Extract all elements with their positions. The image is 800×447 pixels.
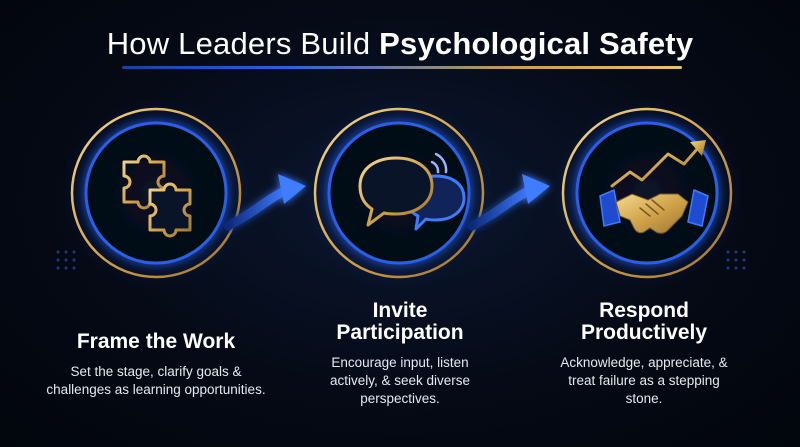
puzzle-icon [122, 154, 192, 238]
page-title: How Leaders Build Psychological Safety [0, 26, 800, 62]
dot-pattern-right [726, 250, 746, 270]
step-invite-participation: Invite Participation Encourage input, li… [290, 300, 510, 408]
title-emphasis: Psychological Safety [379, 26, 694, 61]
step-heading: Respond Productively [580, 299, 708, 344]
handshake-growth-icon [599, 140, 709, 234]
step-respond-productively: Respond Productively Acknowledge, apprec… [534, 300, 754, 408]
step-heading: Invite Participation [336, 299, 464, 344]
arrow-connector-1 [223, 174, 306, 231]
step-description: Set the stage, clarify goals & challenge… [46, 364, 266, 397]
speech-bubbles-icon [358, 152, 466, 231]
dot-pattern-left [56, 250, 76, 270]
title-underline [122, 66, 682, 69]
step-description: Encourage input, listen actively, & seek… [329, 355, 471, 406]
arrow-connector-2 [467, 174, 550, 231]
step-heading: Frame the Work [76, 330, 236, 353]
title-prefix: How Leaders Build [106, 26, 380, 61]
step-description: Acknowledge, appreciate, & treat failure… [560, 355, 728, 406]
step-circle-3 [551, 97, 743, 289]
step-frame-the-work: Frame the Work Set the stage, clarify go… [46, 331, 266, 399]
